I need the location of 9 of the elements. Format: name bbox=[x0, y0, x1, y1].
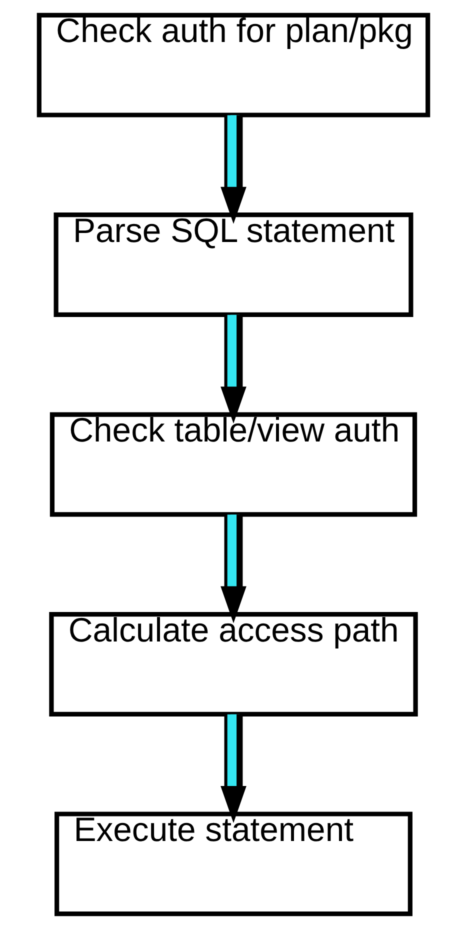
arrow bbox=[220, 714, 246, 822]
arrow bbox=[220, 114, 246, 224]
node-box: Parse SQL statement bbox=[53, 212, 413, 317]
node-box: Calculate access path bbox=[48, 611, 418, 716]
arrow bbox=[220, 314, 246, 424]
node-box: Check table/view auth bbox=[49, 412, 417, 516]
arrow bbox=[220, 514, 246, 623]
node-box: Check auth for plan/pkg bbox=[36, 12, 430, 117]
node-box: Execute statement bbox=[54, 811, 412, 916]
